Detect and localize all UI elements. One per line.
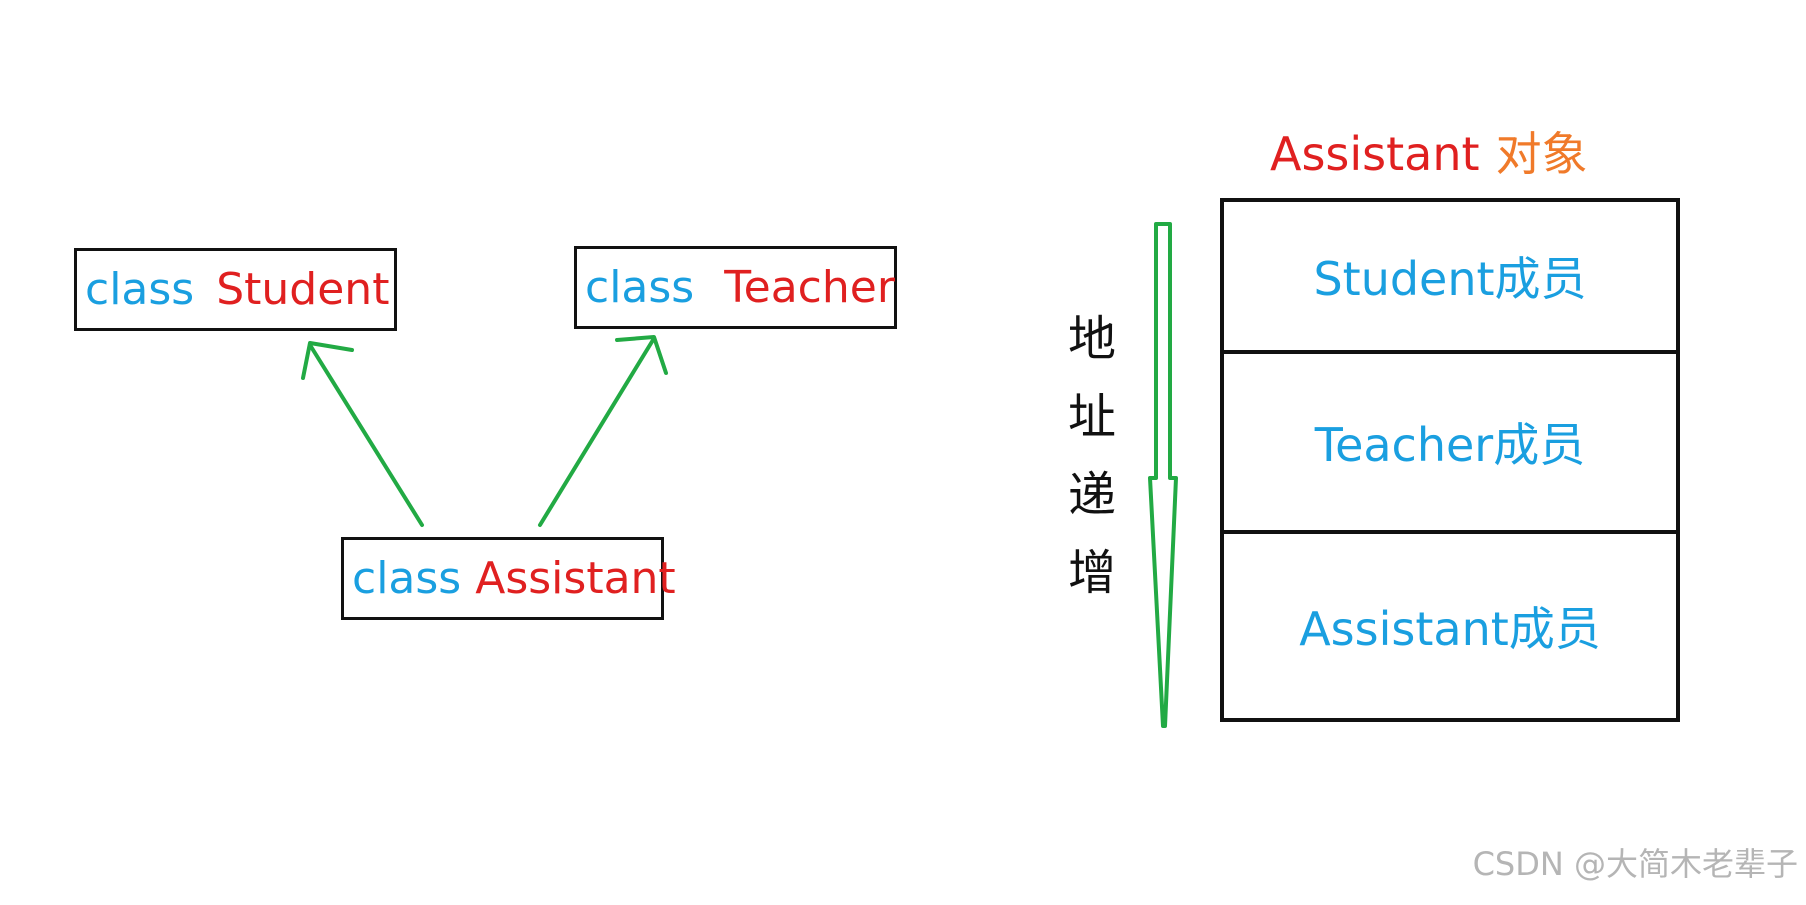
address-increase-label: 地 址 递 增 xyxy=(1062,300,1122,612)
arrow-assistant-to-teacher xyxy=(538,338,655,527)
object-title-suffix: 对象 xyxy=(1495,127,1588,181)
arrow-head-student xyxy=(301,341,354,380)
address-increase-arrow xyxy=(1148,222,1178,728)
object-memory-layout: Student成员 Teacher成员 Assistant成员 xyxy=(1220,198,1680,722)
label-char: 址 xyxy=(1067,389,1116,445)
memory-cell-student: Student成员 xyxy=(1220,198,1680,354)
label-char: 增 xyxy=(1067,545,1116,601)
class-teacher-box: class Teacher xyxy=(574,246,897,329)
arrow-head-teacher xyxy=(615,335,668,375)
label-char: 递 xyxy=(1067,467,1116,523)
arrow-assistant-to-student xyxy=(308,343,424,527)
class-keyword: class xyxy=(352,553,462,604)
class-keyword: class xyxy=(85,264,195,315)
label-char: 地 xyxy=(1067,311,1116,367)
class-name-assistant: Assistant xyxy=(475,553,676,604)
class-keyword: class xyxy=(585,262,695,313)
class-name-teacher: Teacher xyxy=(724,262,895,313)
watermark: CSDN @大简木老辈子 xyxy=(1472,845,1798,883)
class-name-student: Student xyxy=(216,264,390,315)
class-assistant-box: class Assistant xyxy=(341,537,676,620)
memory-cell-assistant: Assistant成员 xyxy=(1220,530,1680,722)
object-title: Assistant 对象 xyxy=(1270,118,1588,184)
object-title-name: Assistant xyxy=(1270,127,1480,181)
memory-cell-teacher: Teacher成员 xyxy=(1220,350,1680,534)
class-student-box: class Student xyxy=(74,248,397,331)
